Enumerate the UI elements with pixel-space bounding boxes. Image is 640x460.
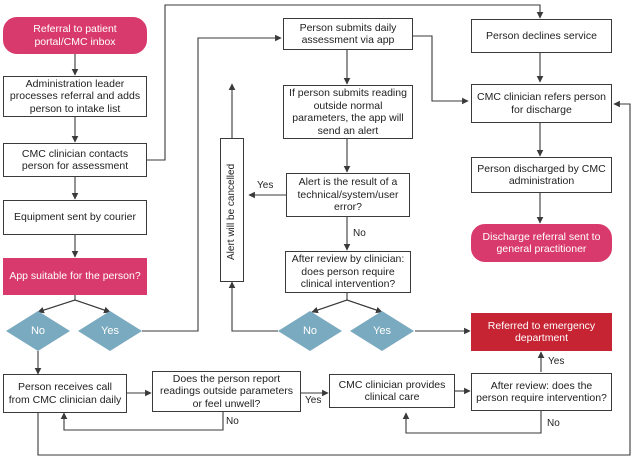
edge-report-no-loop bbox=[60, 412, 224, 431]
edge-review-no bbox=[311, 299, 348, 314]
edge-app-yes bbox=[74, 299, 111, 314]
node-review-clinician: After review by clinician: does person r… bbox=[285, 251, 411, 293]
diamond-yes-app: Yes bbox=[78, 311, 142, 351]
label-no-report: No bbox=[226, 416, 239, 427]
edge-review-no-loop bbox=[402, 411, 542, 434]
label-no-review: No bbox=[547, 418, 560, 429]
edge-no2-cancel bbox=[228, 281, 278, 332]
label-yes-report: Yes bbox=[305, 395, 322, 406]
edge-yes1-daily bbox=[142, 34, 282, 332]
node-clinical-care: CMC clinician provides clinical care bbox=[329, 374, 455, 408]
edge-contact-declines bbox=[147, 4, 544, 161]
node-receives-call: Person receives call from CMC clinician … bbox=[3, 374, 127, 413]
diamond-no-intervention: No bbox=[278, 311, 342, 351]
edge-app-no bbox=[37, 299, 76, 314]
label-no-alert: No bbox=[353, 228, 366, 239]
node-gp-referral: Discharge referral sent to general pract… bbox=[471, 224, 612, 262]
node-daily-assessment: Person submits daily assessment via app bbox=[283, 18, 413, 50]
diamond-yes-intervention: Yes bbox=[350, 311, 414, 351]
node-emergency: Referred to emergency department bbox=[471, 313, 612, 351]
node-outside-parameters: If person submits reading outside normal… bbox=[283, 85, 413, 139]
label-yes-alert: Yes bbox=[257, 180, 274, 191]
node-alert-cancelled bbox=[220, 138, 244, 282]
edge-bottom-loop-discharge bbox=[37, 100, 631, 456]
node-alert-error: Alert is the result of a technical/syste… bbox=[286, 173, 410, 217]
node-declines: Person declines service bbox=[471, 19, 612, 53]
label-yes-review: Yes bbox=[548, 356, 565, 367]
node-referral: Referral to patient portal/CMC inbox bbox=[3, 17, 147, 54]
node-report-readings: Does the person report readings outside … bbox=[152, 371, 301, 412]
edge-review-diamonds bbox=[311, 293, 383, 313]
diamond-no-app: No bbox=[6, 311, 70, 351]
node-contact: CMC clinician contacts person for assess… bbox=[3, 143, 147, 177]
alert-cancelled-label: Alert will be cancelled bbox=[226, 163, 237, 260]
node-review-intervention: After review: does the person require in… bbox=[471, 373, 612, 411]
node-equipment: Equipment sent by courier bbox=[3, 200, 147, 235]
node-app-suitable: App suitable for the person? bbox=[3, 258, 147, 295]
node-refers-discharge: CMC clinician refers person for discharg… bbox=[471, 84, 612, 123]
node-admin-leader: Administration leader processes referral… bbox=[3, 76, 147, 117]
edge-daily-refers bbox=[413, 35, 469, 105]
node-discharged: Person discharged by CMC administration bbox=[471, 157, 612, 193]
edge-review-yes bbox=[346, 299, 383, 314]
edge-app-diamonds bbox=[37, 295, 110, 312]
